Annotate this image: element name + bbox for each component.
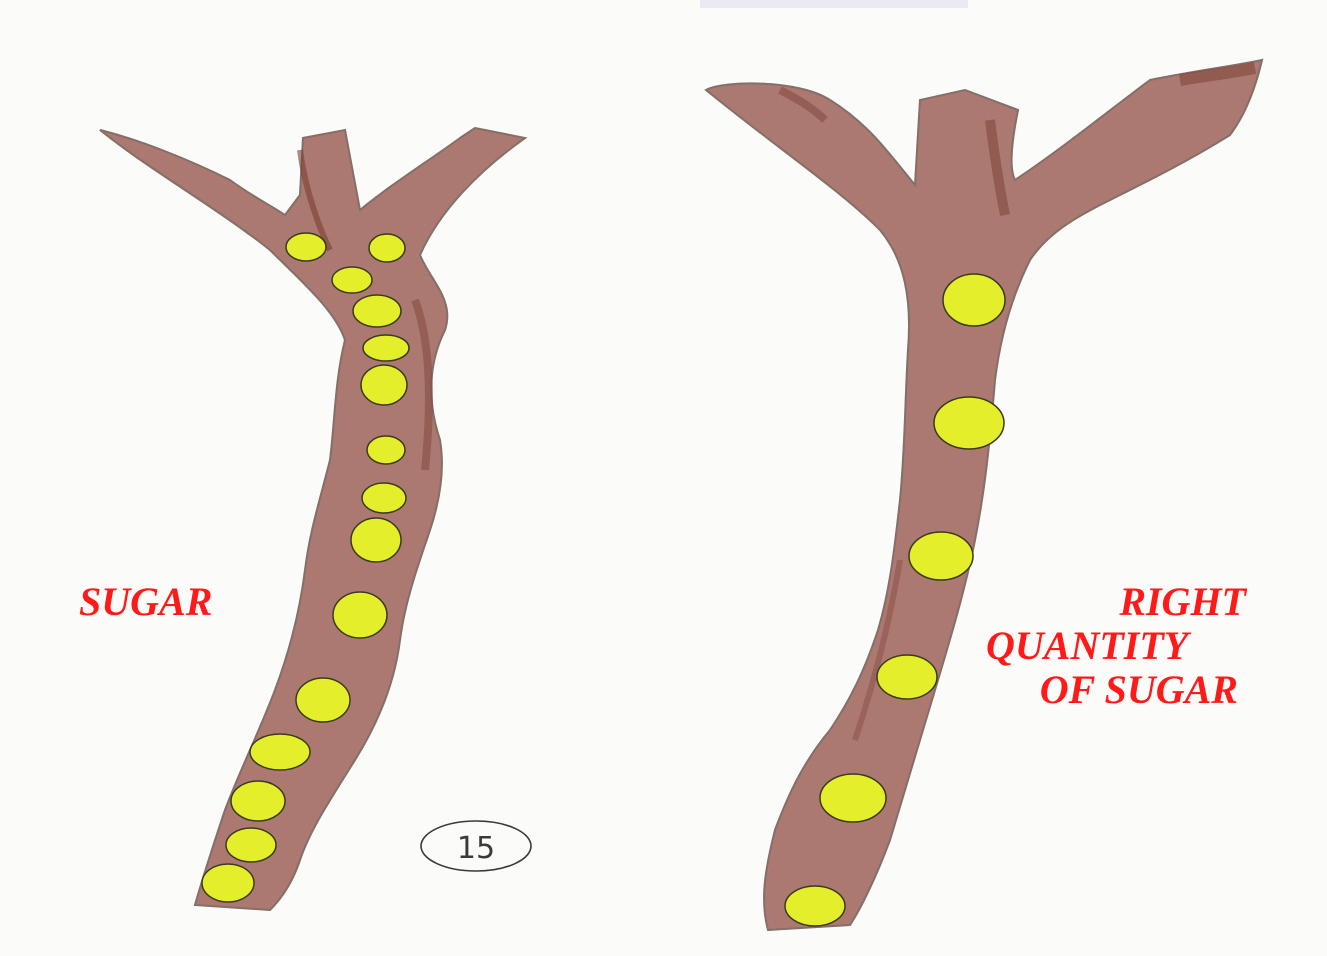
glucose-particle bbox=[361, 365, 407, 405]
glucose-particle bbox=[909, 532, 973, 580]
glucose-particle bbox=[250, 734, 310, 770]
right-vessel bbox=[706, 60, 1262, 930]
glucose-particle bbox=[785, 886, 845, 926]
label-sugar: SUGAR bbox=[79, 580, 212, 624]
glucose-particle bbox=[226, 828, 276, 862]
glucose-particle bbox=[877, 655, 937, 699]
glucose-particle bbox=[333, 592, 387, 638]
right-vessel-body bbox=[706, 60, 1262, 930]
label-right-line3: OF SUGAR bbox=[980, 668, 1246, 712]
glucose-particle bbox=[362, 483, 406, 513]
glucose-particle bbox=[202, 864, 254, 902]
left-vessel bbox=[100, 128, 525, 910]
glucose-particle bbox=[820, 774, 886, 822]
page-number-badge: 15 bbox=[421, 821, 531, 871]
glucose-particle bbox=[286, 233, 326, 261]
glucose-particle bbox=[934, 397, 1004, 449]
glucose-particle bbox=[363, 335, 409, 361]
glucose-particle bbox=[332, 267, 372, 293]
label-right-line2: QUANTITY bbox=[980, 624, 1246, 668]
glucose-particle bbox=[369, 234, 405, 262]
glucose-particle bbox=[943, 274, 1005, 326]
glucose-particle bbox=[351, 518, 401, 562]
label-right-quantity: RIGHT QUANTITY OF SUGAR bbox=[980, 580, 1246, 712]
glucose-particle bbox=[296, 678, 350, 722]
label-right-line1: RIGHT bbox=[980, 580, 1246, 624]
page-number: 15 bbox=[457, 831, 495, 866]
glucose-particle bbox=[367, 436, 405, 464]
glucose-particle bbox=[353, 295, 401, 327]
glucose-particle bbox=[231, 781, 285, 821]
